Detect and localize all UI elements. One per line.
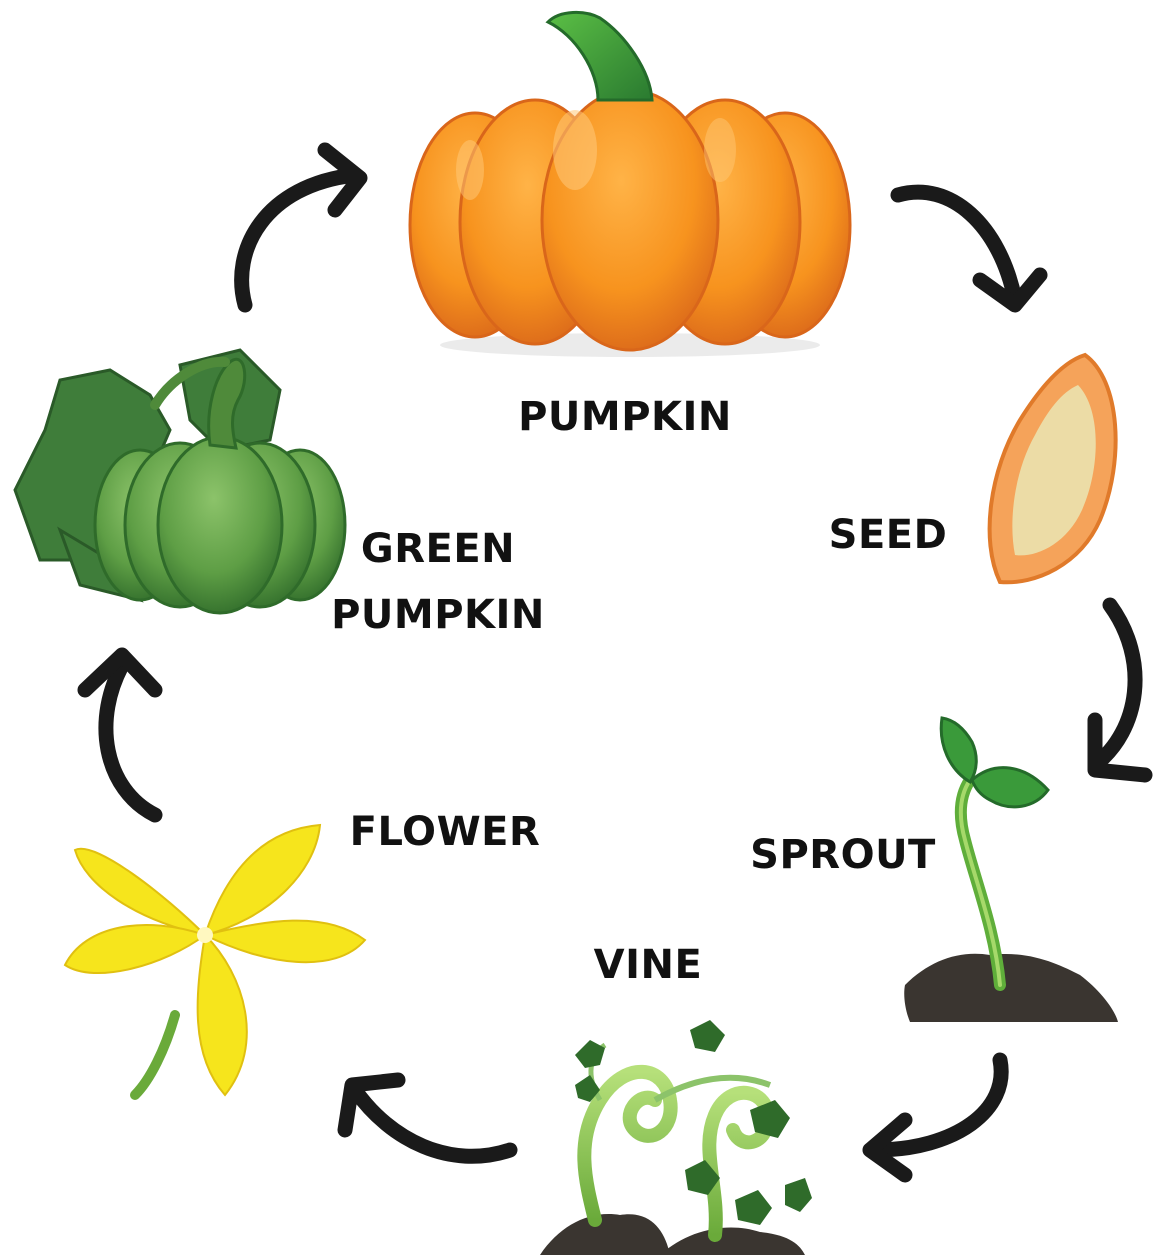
cycle-arrow-icon: [1095, 605, 1145, 775]
sprout-label: SPROUT: [750, 832, 936, 878]
pumpkin-label: PUMPKIN: [518, 394, 732, 440]
vine-label: VINE: [594, 942, 703, 988]
cycle-arrow-icon: [870, 1060, 1001, 1175]
cycle-arrow-icon: [345, 1080, 510, 1156]
seed-icon: [990, 355, 1116, 582]
cycle-arrow-icon: [898, 192, 1040, 305]
green-pumpkin-icon: [15, 350, 345, 613]
flower-icon: [65, 825, 365, 1095]
pumpkin-icon: [410, 12, 850, 357]
vine-icon: [540, 1020, 812, 1255]
sprout-icon: [904, 718, 1118, 1022]
flower-label: FLOWER: [350, 809, 541, 855]
cycle-arrow-icon: [85, 655, 155, 815]
green-pumpkin-label-line1: GREEN: [361, 526, 515, 572]
seed-label: SEED: [829, 512, 948, 558]
green-pumpkin-label-line2: PUMPKIN: [331, 592, 545, 638]
cycle-arrow-icon: [242, 150, 360, 305]
